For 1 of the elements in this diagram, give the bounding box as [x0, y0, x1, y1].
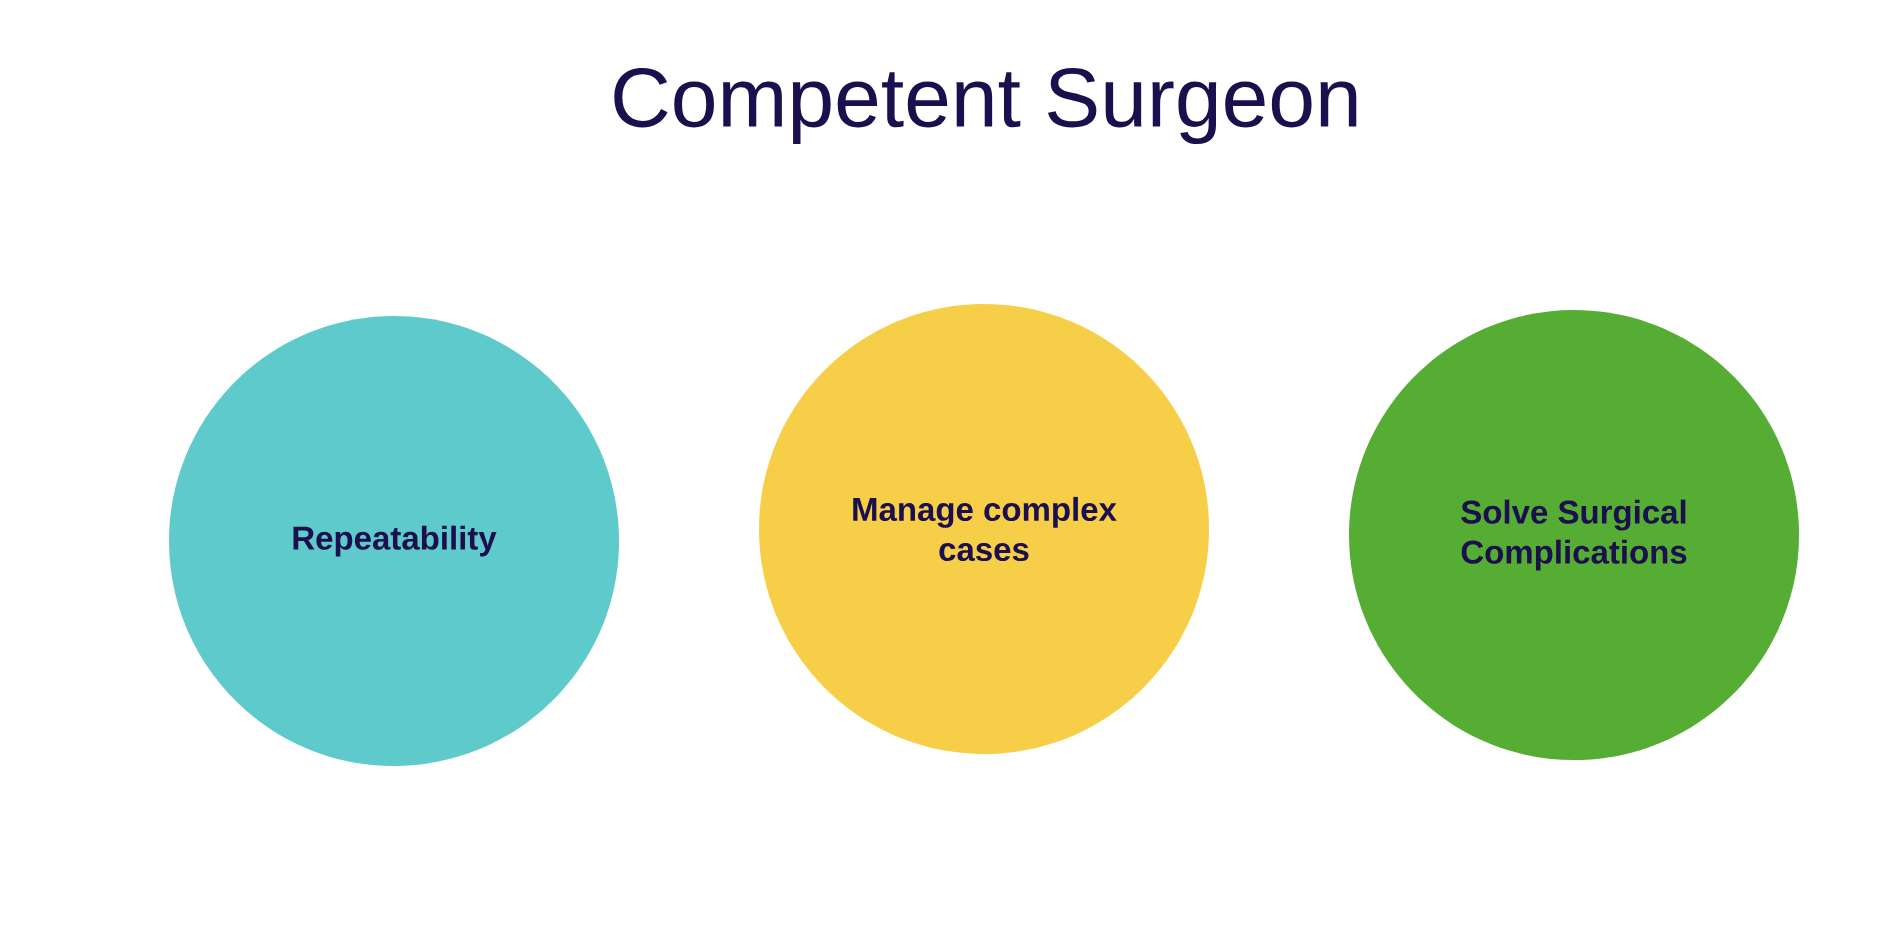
title: Competent Surgeon — [614, 67, 1357, 145]
